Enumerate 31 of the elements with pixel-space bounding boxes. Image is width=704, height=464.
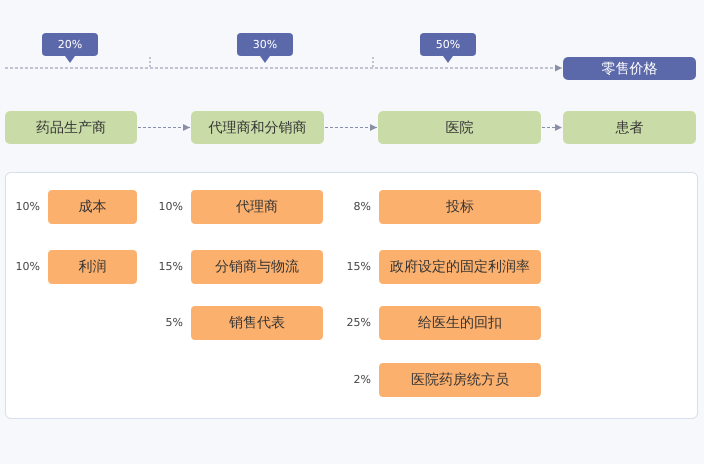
cost-box: 给医生的回扣 [379,306,541,340]
percent-label: 15% [158,260,183,274]
percent-label: 8% [352,200,371,214]
cost-box: 投标 [379,190,541,224]
cost-box: 分销商与物流 [191,250,323,284]
cost-box: 政府设定的固定利润率 [379,250,541,284]
arrow [324,124,378,131]
stage-box: 代理商和分销商 [191,111,324,144]
cost-box: 代理商 [191,190,323,224]
percent-label: 2% [352,373,371,387]
panel [5,172,698,419]
percent-label: 10% [158,200,183,214]
cost-box: 成本 [48,190,137,224]
price-box: 零售价格 [563,57,696,80]
percent-label: 10% [14,200,40,214]
percent-label: 15% [346,260,371,274]
callout-bubble: 20% [42,33,98,63]
arrow [4,64,562,72]
callout-bubble: 30% [237,33,293,63]
arrow [542,124,562,131]
stage-box: 药品生产商 [5,111,137,144]
cost-box: 利润 [48,250,137,284]
callout-bubble: 50% [420,33,476,63]
cost-box: 销售代表 [191,306,323,340]
cost-box: 医院药房统方员 [379,363,541,397]
stage-box: 医院 [378,111,541,144]
percent-label: 25% [346,316,371,330]
arrow [138,124,190,131]
percent-label: 10% [14,260,40,274]
stage-box: 患者 [563,111,696,144]
percent-label: 5% [164,316,183,330]
